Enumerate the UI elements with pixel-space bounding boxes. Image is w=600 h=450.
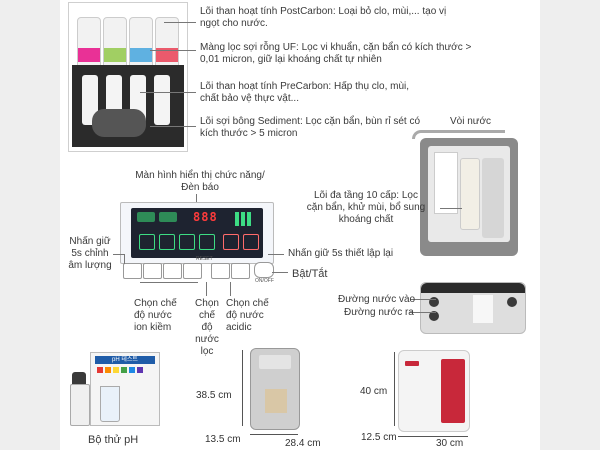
mode-button-6[interactable]: [231, 263, 250, 279]
mode-button-5[interactable]: [211, 263, 230, 279]
right-margin: [540, 0, 600, 450]
label-display: Màn hình hiển thị chức năng/ Đèn báo: [135, 170, 265, 193]
mode-button-2[interactable]: [143, 263, 162, 279]
test-tube: [100, 386, 120, 422]
digit-display: 888: [193, 210, 218, 224]
indicator-icon: [137, 212, 155, 222]
label-sediment: Lõi sợi bông Sediment: Lọc cặn bẩn, bùn …: [200, 116, 421, 139]
dim-m1-depth: 13.5 cm: [205, 434, 241, 445]
cup-icon: [179, 234, 195, 250]
label-filtered: Chọn chế độ nước lọc: [195, 298, 219, 357]
left-margin: [0, 0, 60, 450]
label-uf: Màng lọc sợi rỗng UF: Lọc vi khuẩn, cặn …: [200, 42, 472, 65]
machine-internal-photo: [420, 138, 518, 256]
power-tag: ON/OFF: [255, 278, 274, 284]
label-postcarbon: Lõi than hoạt tính PostCarbon: Loại bỏ c…: [200, 6, 447, 29]
label-alkaline: Chọn chế độ nước ion kiềm: [134, 298, 177, 333]
machine-silver: [250, 348, 300, 430]
control-panel: 888: [120, 202, 274, 264]
machine-red: [398, 350, 470, 432]
cup-icon: [243, 234, 259, 250]
label-ph-kit: Bộ thử pH: [88, 434, 139, 446]
display-screen: 888: [131, 208, 263, 258]
dim-m2-depth: 12.5 cm: [361, 432, 397, 443]
reagent-bottle: [70, 384, 90, 426]
label-water-out: Đường nước ra: [344, 307, 414, 318]
pump-compartment: [72, 65, 184, 147]
dim-m1-width: 28.4 cm: [285, 438, 321, 449]
mode-button-1[interactable]: [123, 263, 142, 279]
label-multi-core: Lõi đa tầng 10 cấp: Lọc cặn bẩn, khử mùi…: [306, 190, 426, 225]
machine-bottom-photo: [420, 282, 526, 334]
dim-m1-height: 38.5 cm: [196, 390, 232, 401]
cup-icon: [223, 234, 239, 250]
cup-icon: [139, 234, 155, 250]
power-button[interactable]: [254, 262, 274, 278]
label-volume: Nhấn giữ 5s chỉnh âm lượng: [68, 236, 112, 271]
red-panel: [441, 359, 465, 423]
label-power: Bật/Tắt: [292, 268, 328, 280]
mode-button-4[interactable]: [183, 263, 202, 279]
dim-m2-width: 30 cm: [436, 438, 464, 449]
dropper-cap: [72, 372, 86, 384]
faucet-pipe: [412, 130, 505, 139]
mode-button-3[interactable]: [163, 263, 182, 279]
indicator-icon: [159, 212, 177, 222]
label-precarbon: Lõi than hoạt tính PreCarbon: Hấp thụ cl…: [200, 81, 410, 104]
label-water-in: Đường nước vào: [338, 294, 416, 305]
cup-icon: [199, 234, 215, 250]
label-acidic: Chọn chế độ nước acidic: [226, 298, 269, 333]
ph-box-title: pH 테스트: [95, 356, 155, 364]
reset-tag: RESET: [196, 256, 213, 262]
label-faucet: Vòi nước: [450, 116, 492, 127]
filter-cartridge-photo: [68, 2, 188, 152]
label-reset: Nhấn giữ 5s thiết lập lại: [288, 248, 394, 259]
cup-icon: [159, 234, 175, 250]
dim-m2-height: 40 cm: [360, 386, 388, 397]
